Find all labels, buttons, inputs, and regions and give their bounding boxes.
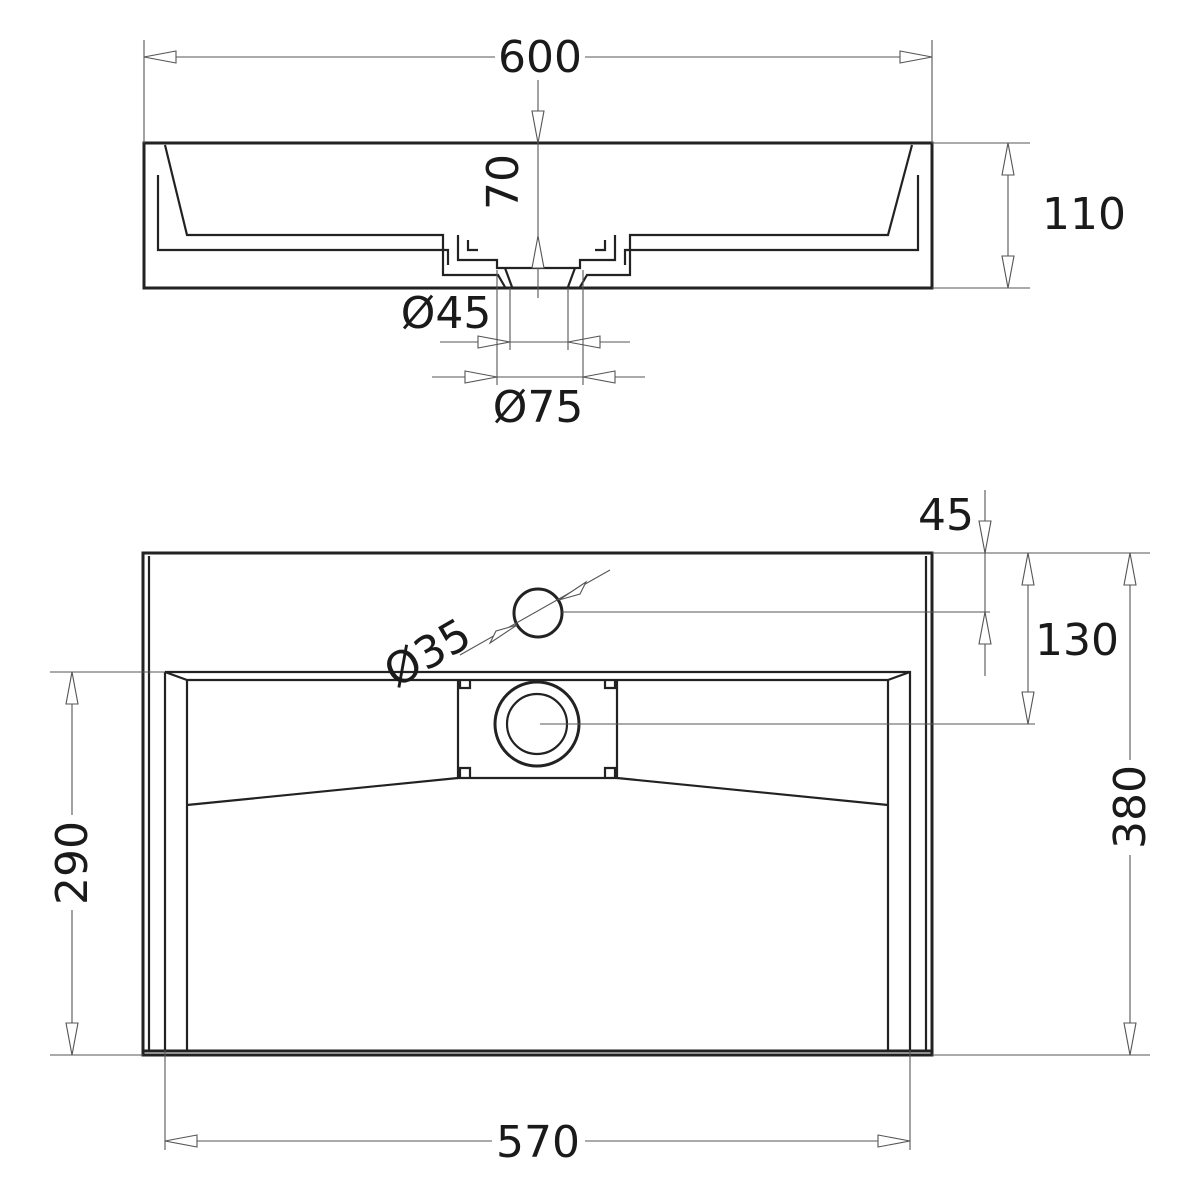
arrow-up	[1001, 142, 1015, 176]
label-380: 380	[1105, 765, 1156, 849]
dimension-570: 570	[164, 1050, 911, 1168]
arrow-left	[143, 50, 177, 64]
arrow-up	[531, 235, 545, 269]
arrow	[488, 624, 518, 645]
basin-inner-profile-2	[156, 175, 920, 265]
bowl-outline	[163, 670, 912, 1050]
arrow-down	[1021, 691, 1035, 725]
arrow-right	[464, 370, 498, 384]
dimension-110: 110	[932, 142, 1126, 289]
dimension-dia-75: Ø75	[432, 270, 645, 433]
dimension-45: 45	[562, 490, 1030, 676]
arrow-up	[1123, 552, 1137, 586]
arrow-up	[978, 611, 992, 645]
arrow-left	[567, 335, 601, 349]
label-dia-35: Ø35	[376, 609, 480, 698]
bowl-slope-lines	[186, 776, 889, 807]
arrow-down	[1123, 1022, 1137, 1056]
label-570: 570	[496, 1117, 580, 1168]
dimension-290: 290	[47, 671, 165, 1056]
arrow-up	[1021, 552, 1035, 586]
plan-view	[141, 551, 934, 1057]
arrow-down	[978, 520, 992, 554]
label-130: 130	[1035, 615, 1119, 666]
bowl-inner-edges	[164, 670, 911, 1050]
arrow-down	[1001, 255, 1015, 289]
drain-housing	[456, 680, 619, 780]
label-dia-45: Ø45	[401, 288, 492, 339]
arrow-down	[65, 1022, 79, 1056]
label-600: 600	[498, 32, 582, 83]
dimension-dia-45: Ø45	[401, 288, 630, 350]
arrow-right	[477, 335, 511, 349]
arrow-up	[65, 671, 79, 705]
tap-hole	[512, 587, 564, 639]
label-45: 45	[918, 490, 974, 541]
basin-inner-profile	[163, 144, 914, 288]
dimension-600: 600	[143, 32, 933, 143]
basin-plan-outline	[141, 551, 934, 1057]
arrow	[558, 580, 588, 601]
dimension-380: 380	[932, 552, 1156, 1056]
arrow-left	[164, 1134, 198, 1148]
label-290: 290	[47, 821, 98, 905]
dimension-70: 70	[478, 80, 545, 298]
arrow-down	[531, 110, 545, 144]
dimension-130: 130	[540, 552, 1119, 725]
drain-pipe	[503, 267, 577, 288]
arrow-left	[582, 370, 616, 384]
label-110: 110	[1042, 189, 1126, 240]
label-70: 70	[478, 154, 529, 210]
arrow-right	[899, 50, 933, 64]
label-dia-75: Ø75	[493, 382, 584, 433]
arrow-right	[877, 1134, 911, 1148]
